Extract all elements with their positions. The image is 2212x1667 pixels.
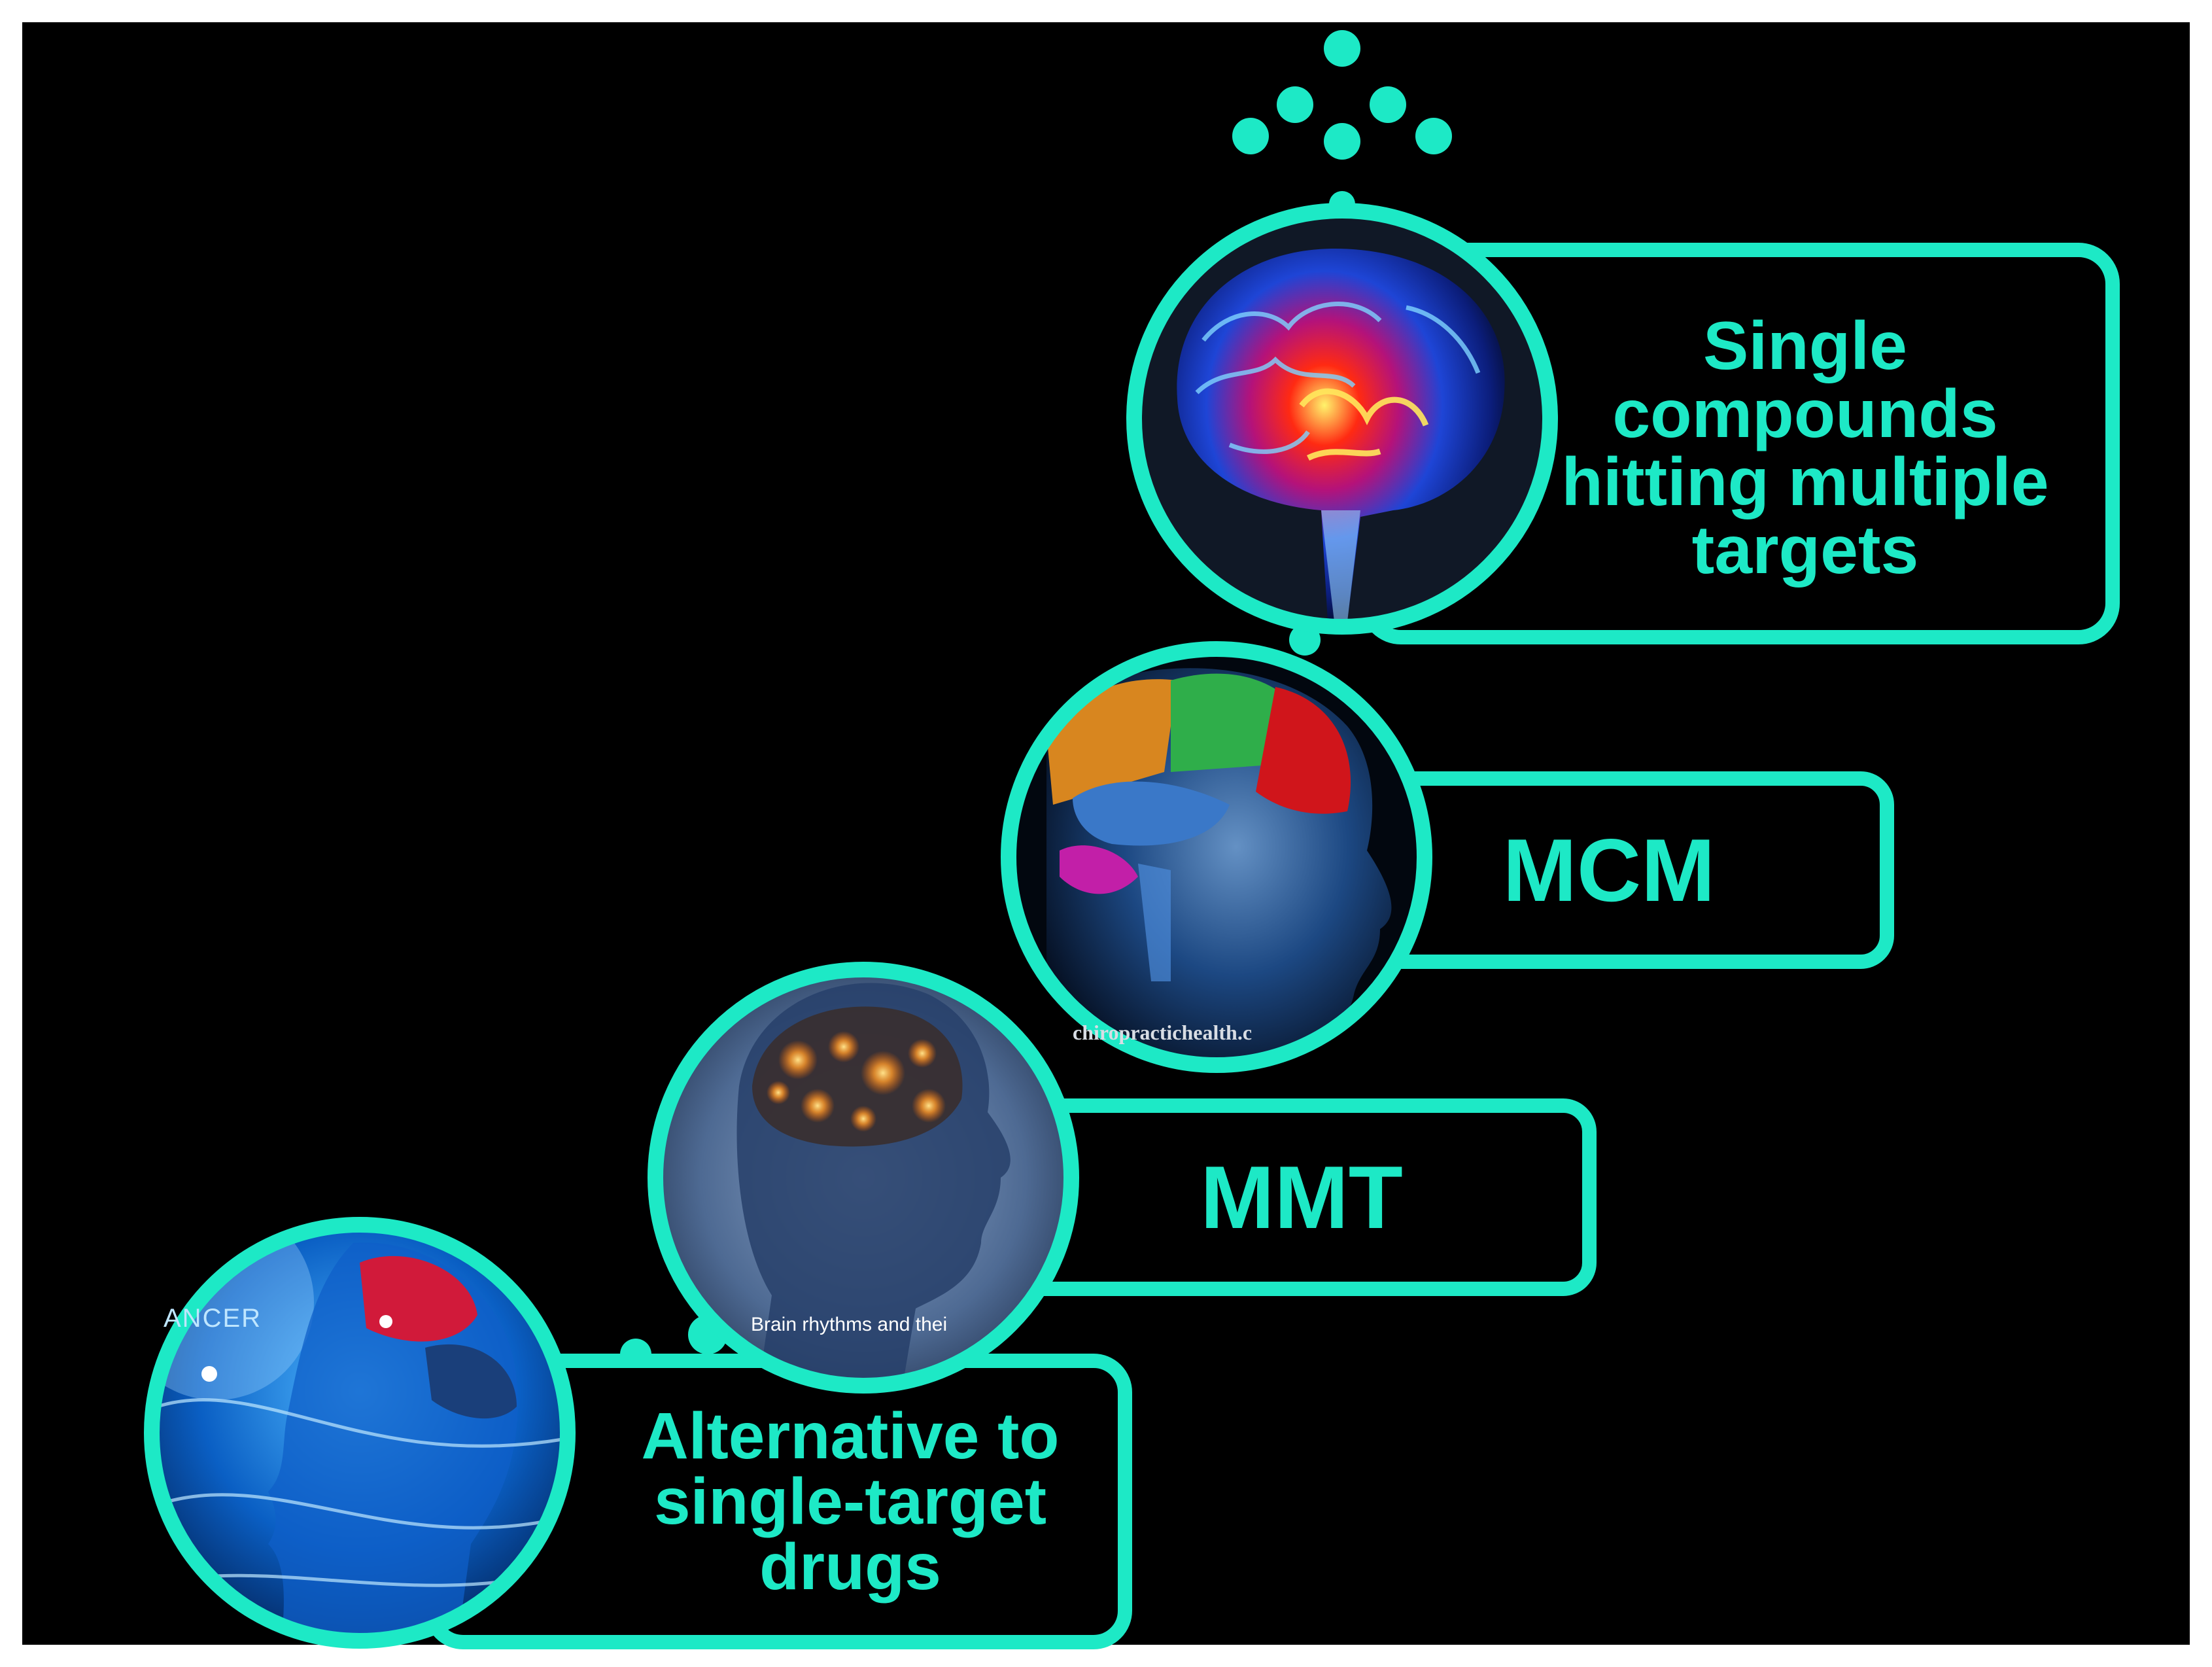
step-label-mcm: MCM	[1502, 820, 1716, 920]
decorative-dots	[1232, 30, 1452, 217]
head-brain-blue-icon	[152, 1225, 568, 1641]
image-caption: Brain rhythms and thei	[751, 1314, 948, 1335]
step-label-alternative: Alternative to single-target drugs	[641, 1399, 1060, 1604]
dot	[1324, 123, 1360, 160]
image-caption: ANCER	[164, 1304, 262, 1333]
step-label-single-compounds: Single compounds hitting multiple target…	[1561, 308, 2049, 588]
step-circle-frame	[648, 962, 1079, 1394]
dot	[1277, 86, 1313, 123]
step-label-mmt: MMT	[1200, 1148, 1403, 1247]
step-circle-frame	[144, 1217, 576, 1649]
head-brain-colored-lobes-icon	[1009, 649, 1425, 1065]
step-circle-frame	[1001, 641, 1432, 1073]
step-circle-frame	[1126, 203, 1558, 635]
brain-colored-glowing-icon	[1134, 211, 1550, 627]
image-watermark: chiropractichealth.c	[1073, 1021, 1253, 1044]
dot	[1324, 30, 1360, 67]
dot	[1232, 118, 1269, 154]
dot	[1415, 118, 1452, 154]
head-brain-neurons-icon	[655, 970, 1071, 1386]
dot	[1370, 86, 1406, 123]
